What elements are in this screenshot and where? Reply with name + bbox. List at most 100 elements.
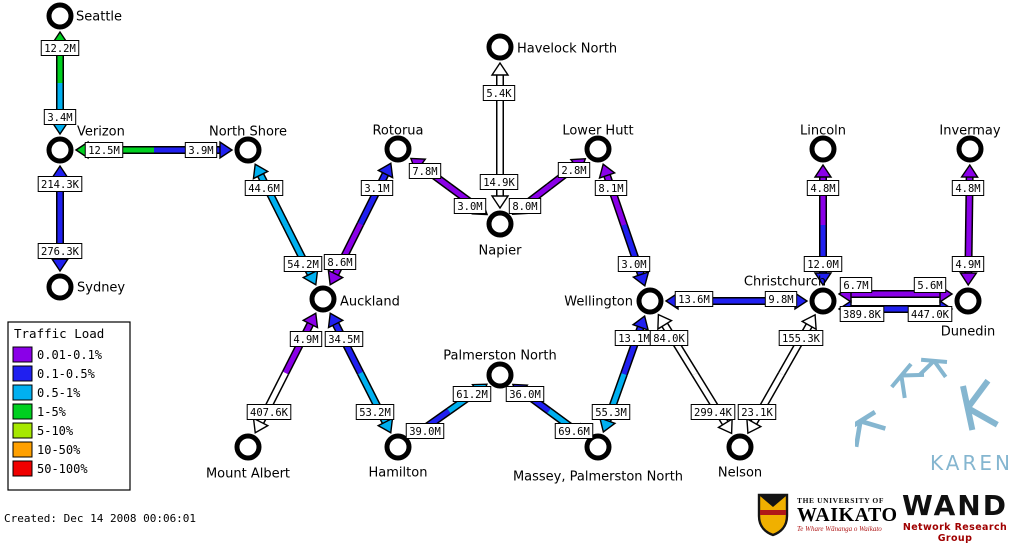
wand-logo-text: WAND: [902, 489, 1008, 522]
svg-text:36.0M: 36.0M: [509, 389, 541, 401]
traffic-label: 54.2M: [283, 256, 323, 272]
svg-text:8.1M: 8.1M: [598, 183, 623, 195]
node-label-rotorua: Rotorua: [372, 124, 423, 139]
svg-text:4.8M: 4.8M: [810, 183, 835, 195]
node-label-seattle: Seattle: [76, 10, 122, 25]
traffic-label: 44.6M: [244, 180, 284, 196]
legend-swatch: [12, 460, 33, 477]
svg-text:276.3K: 276.3K: [41, 246, 80, 258]
node-label-invermay: Invermay: [939, 124, 1001, 139]
svg-text:84.0K: 84.0K: [653, 333, 685, 345]
traffic-label: 23.1K: [737, 404, 777, 420]
svg-text:14.9K: 14.9K: [483, 177, 515, 189]
traffic-label: 53.2M: [355, 404, 395, 420]
svg-text:3.0M: 3.0M: [621, 259, 646, 271]
svg-text:5.4K: 5.4K: [486, 88, 512, 100]
waikato-crest-icon: [757, 493, 789, 537]
node-sydney: [46, 273, 74, 301]
svg-text:155.3K: 155.3K: [782, 333, 821, 345]
svg-text:407.6K: 407.6K: [250, 407, 289, 419]
svg-text:6.7M: 6.7M: [843, 280, 868, 292]
svg-text:214.3K: 214.3K: [41, 179, 80, 191]
node-label-north_shore: North Shore: [209, 125, 287, 140]
svg-text:13.6M: 13.6M: [678, 294, 710, 306]
traffic-load-legend: Traffic Load0.01-0.1%0.1-0.5%0.5-1%1-5%5…: [7, 321, 131, 491]
traffic-label: 69.6M: [554, 423, 594, 439]
svg-text:23.1K: 23.1K: [741, 407, 773, 419]
legend-swatch: [12, 346, 33, 363]
traffic-label: 3.1M: [360, 180, 394, 196]
svg-text:2.8M: 2.8M: [561, 165, 586, 177]
svg-text:3.9M: 3.9M: [188, 145, 213, 157]
traffic-label: 36.0M: [505, 386, 545, 402]
waikato-line1: THE UNIVERSITY OF: [797, 495, 885, 505]
traffic-label: 8.6M: [323, 254, 357, 270]
traffic-label: 447.0K: [907, 306, 953, 322]
node-label-hamilton: Hamilton: [369, 466, 428, 481]
node-label-verizon: Verizon: [77, 125, 125, 140]
svg-text:7.8M: 7.8M: [412, 166, 437, 178]
svg-text:4.9M: 4.9M: [293, 334, 318, 346]
traffic-label: 7.8M: [408, 163, 442, 179]
traffic-label: 5.4K: [482, 85, 516, 101]
traffic-label: 13.6M: [674, 291, 714, 307]
node-lincoln: [809, 135, 837, 163]
traffic-label: 39.0M: [405, 423, 445, 439]
svg-text:69.6M: 69.6M: [558, 426, 590, 438]
svg-text:9.8M: 9.8M: [768, 294, 793, 306]
svg-text:12.2M: 12.2M: [44, 43, 76, 55]
wand-logo: WAND Network Research Group: [891, 489, 1019, 545]
legend-row-label: 0.5-1%: [37, 386, 81, 400]
traffic-label: 3.0M: [453, 198, 487, 214]
legend-row-label: 0.1-0.5%: [37, 367, 96, 381]
node-lower_hutt: [584, 135, 612, 163]
traffic-label: 389.8K: [839, 306, 885, 322]
legend-swatch: [12, 365, 33, 382]
svg-text:61.2M: 61.2M: [456, 389, 488, 401]
svg-text:4.8M: 4.8M: [955, 183, 980, 195]
traffic-label: 5.6M: [913, 277, 947, 293]
legend-swatch: [12, 384, 33, 401]
traffic-label: 55.3M: [591, 404, 631, 420]
traffic-label: 4.9M: [289, 331, 323, 347]
legend-swatch: [12, 403, 33, 420]
node-label-lower_hutt: Lower Hutt: [562, 124, 633, 139]
legend-row-label: 10-50%: [37, 443, 81, 457]
svg-text:299.4K: 299.4K: [694, 407, 733, 419]
svg-text:12.0M: 12.0M: [807, 259, 839, 271]
traffic-label: 2.8M: [557, 162, 591, 178]
traffic-label: 8.0M: [508, 198, 542, 214]
svg-text:8.0M: 8.0M: [512, 201, 537, 213]
node-label-napier: Napier: [479, 244, 523, 259]
svg-text:447.0K: 447.0K: [911, 309, 950, 321]
traffic-label: 13.1M: [614, 330, 654, 346]
node-seattle: [46, 2, 74, 30]
legend-swatch: [12, 422, 33, 439]
node-label-massey: Massey, Palmerston North: [513, 470, 683, 485]
node-palmerston_north: [486, 361, 514, 389]
node-havelock_north: [486, 33, 514, 61]
svg-text:8.6M: 8.6M: [327, 257, 352, 269]
svg-text:3.0M: 3.0M: [457, 201, 482, 213]
node-napier: [486, 210, 514, 238]
node-invermay: [956, 135, 984, 163]
node-auckland: [309, 285, 337, 313]
node-label-nelson: Nelson: [718, 466, 762, 481]
traffic-label: 84.0K: [649, 330, 689, 346]
traffic-label: 407.6K: [246, 404, 292, 420]
legend-row-label: 5-10%: [37, 424, 74, 438]
node-north_shore: [234, 136, 262, 164]
svg-text:12.5M: 12.5M: [88, 145, 120, 157]
node-nelson: [726, 433, 754, 461]
traffic-label: 3.9M: [184, 142, 218, 158]
node-label-mount_albert: Mount Albert: [206, 467, 290, 482]
traffic-label: 299.4K: [690, 404, 736, 420]
node-hamilton: [384, 433, 412, 461]
node-dunedin: [954, 287, 982, 315]
node-label-lincoln: Lincoln: [800, 124, 846, 139]
node-label-havelock_north: Havelock North: [517, 42, 617, 57]
traffic-label: 9.8M: [764, 291, 798, 307]
karen-logo-text: KAREN: [930, 451, 1013, 475]
traffic-label: 214.3K: [37, 176, 83, 192]
